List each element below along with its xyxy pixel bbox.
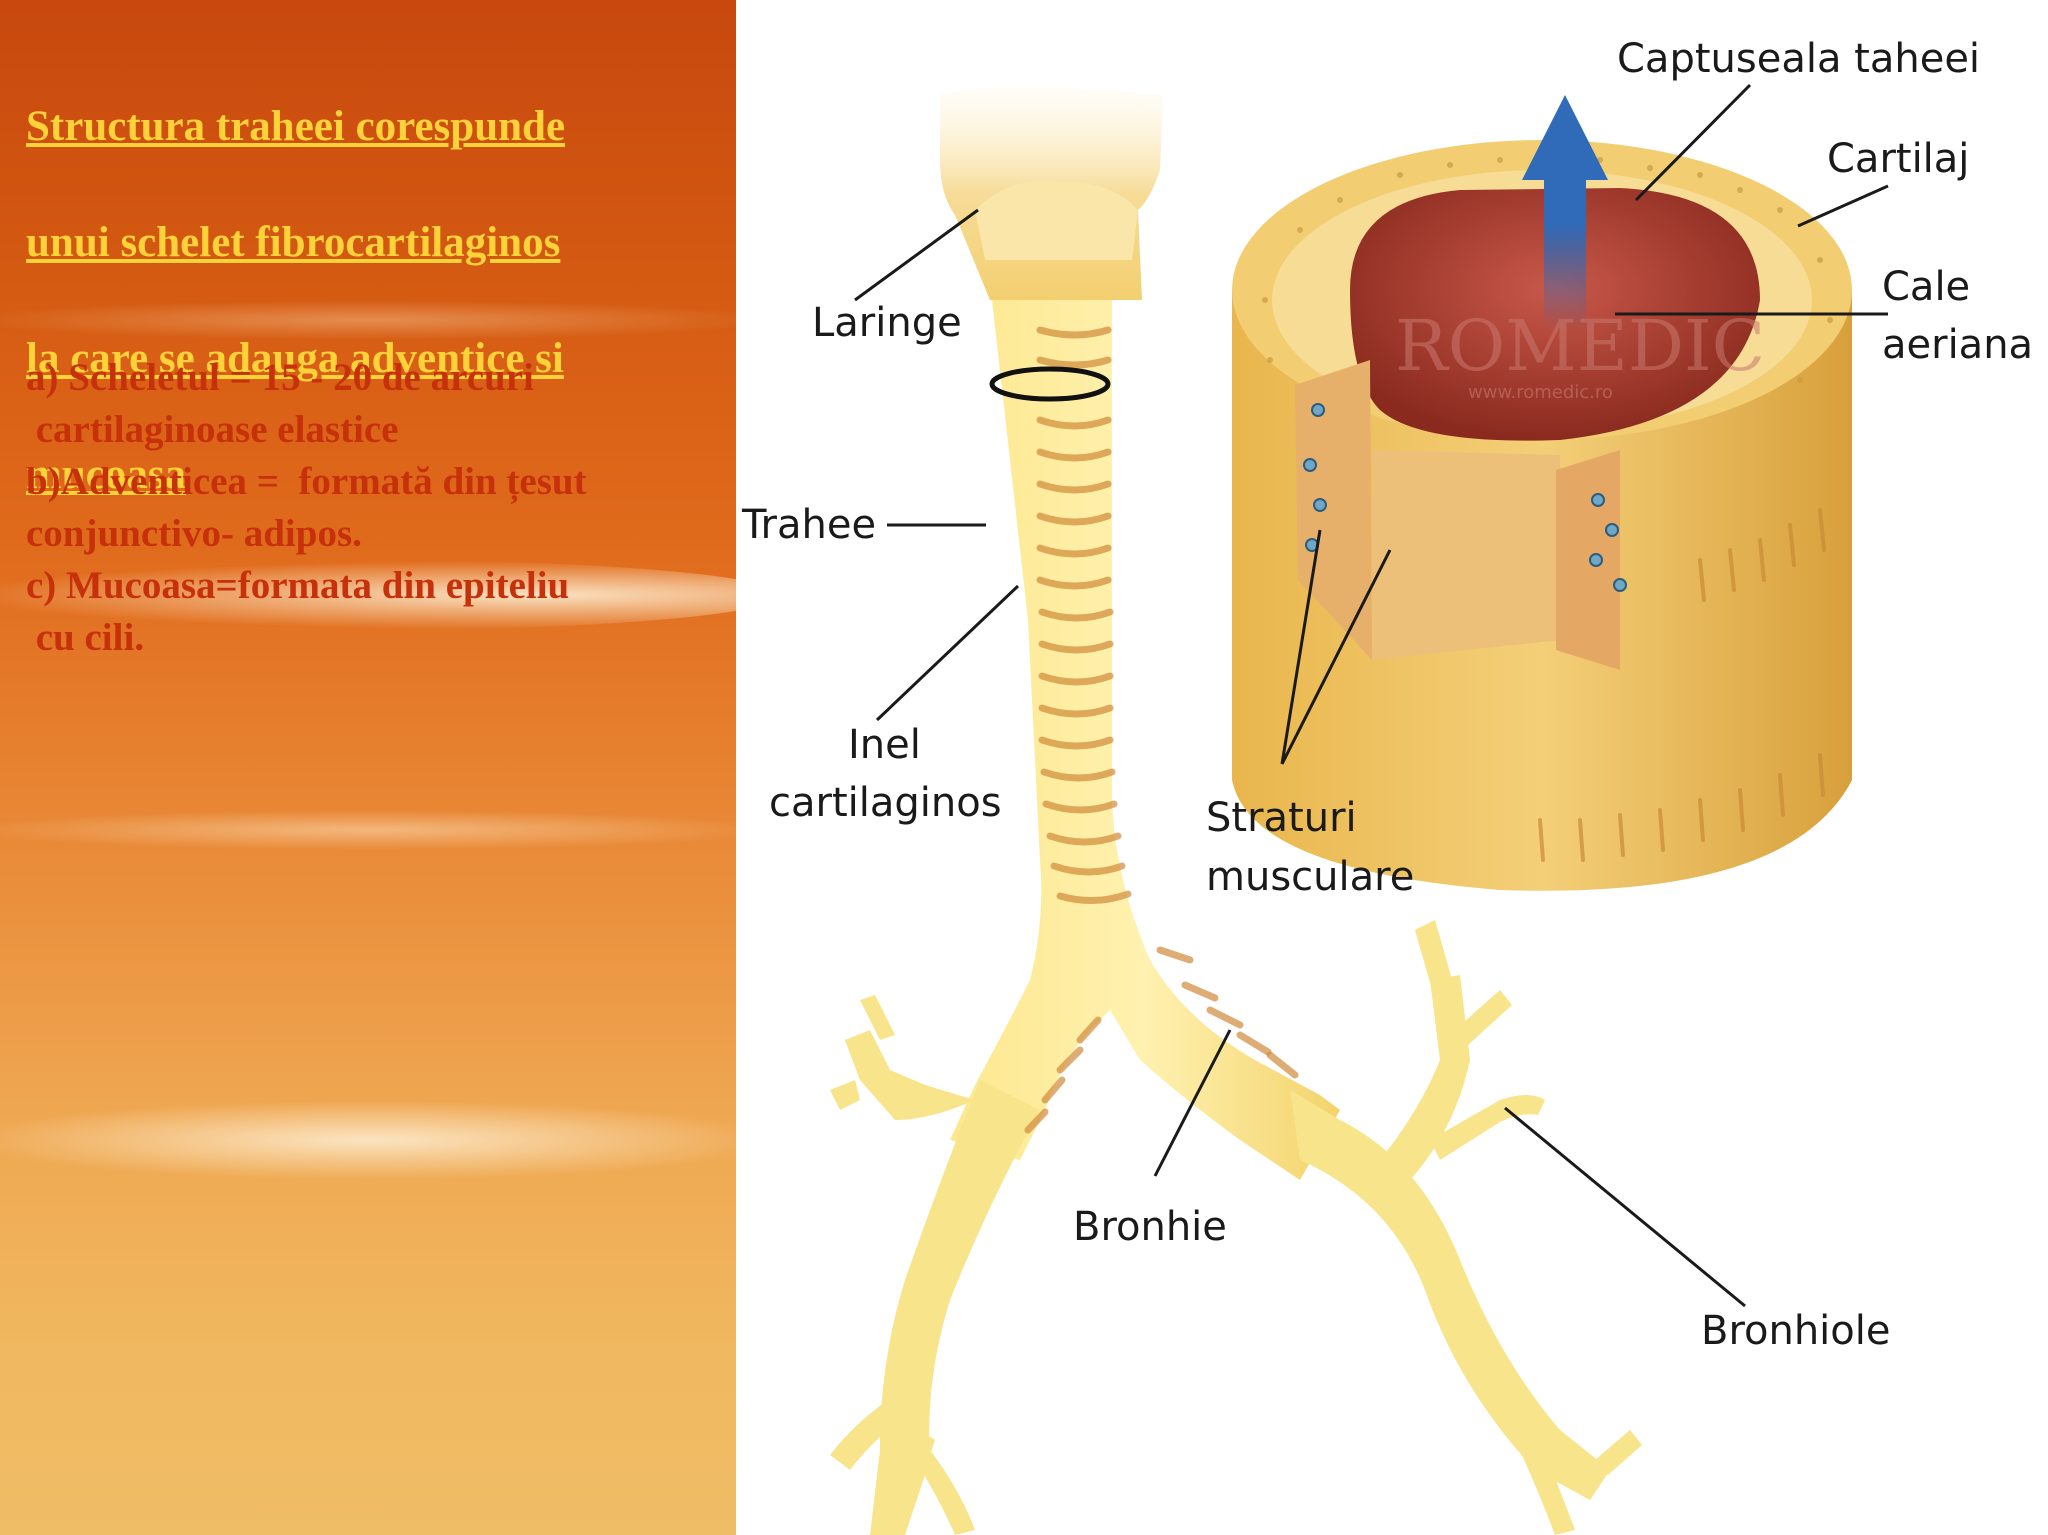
body-line: conjunctivo- adipos. — [26, 512, 362, 555]
label-bronhiole: Bronhiole — [1701, 1308, 1891, 1354]
airflow-arrow — [1522, 95, 1608, 330]
light-streak — [0, 810, 736, 850]
leader-lines — [854, 83, 1889, 1308]
watermark-logo: ROMEDIC — [1395, 305, 1765, 387]
label-trahee: Trahee — [741, 502, 876, 548]
cartilage-rings — [1024, 326, 1299, 1134]
slide-title: Structura traheei corespunde unui schele… — [26, 40, 726, 562]
leader-straturi-1 — [1280, 529, 1322, 765]
ring-marker — [989, 366, 1111, 402]
leader-bronhie — [1153, 1029, 1232, 1177]
leader-straturi-2 — [1280, 549, 1392, 765]
body-line: a) Scheletul = 15 - 20 de arcuri — [26, 356, 534, 399]
left-text-panel: Structura traheei corespunde unui schele… — [0, 0, 736, 1535]
leader-captuseala — [1634, 83, 1752, 202]
leader-cartilaj — [1797, 184, 1889, 228]
left-bronchus — [830, 995, 1040, 1535]
slide-body: a) Scheletul = 15 - 20 de arcuri cartila… — [26, 352, 726, 664]
title-line: mucoasa — [26, 451, 187, 498]
body-line: cu cili. — [26, 616, 145, 659]
label-cale-line2: aeriana — [1882, 322, 2033, 368]
light-streak — [0, 1100, 736, 1180]
body-line: c) Mucoasa=formata din epiteliu — [26, 564, 570, 607]
label-inel-line1: Inel — [848, 722, 921, 768]
label-cale-line1: Cale — [1882, 264, 1970, 310]
label-cartilaj: Cartilaj — [1827, 136, 1969, 182]
leader-bronhiole — [1504, 1106, 1746, 1308]
label-laringe: Laringe — [812, 300, 962, 346]
leader-inel — [875, 584, 1020, 722]
label-straturi-line1: Straturi — [1206, 795, 1357, 841]
watermark-url: www.romedic.ro — [1468, 382, 1613, 403]
body-line: cartilaginoase elastice — [26, 408, 399, 451]
right-bronchus — [1290, 920, 1642, 1535]
larynx — [940, 87, 1163, 300]
title-line: Structura traheei corespunde — [26, 103, 566, 150]
leader-laringe — [854, 208, 979, 302]
trachea-diagram: ROMEDIC www.romedic.ro Laringe Trahee In… — [741, 36, 2033, 1535]
title-line: unui schelet fibrocartilaginos — [26, 219, 561, 266]
label-straturi-line2: musculare — [1206, 854, 1414, 900]
title-line: la care se adauga adventice si — [26, 335, 564, 382]
label-inel-line2: cartilaginos — [769, 780, 1002, 826]
label-bronhie: Bronhie — [1073, 1204, 1227, 1250]
label-captuseala: Captuseala taheei — [1617, 36, 1980, 82]
body-line: b)Adventicea = formată din țesut — [26, 460, 587, 503]
trachea-cross-section: ROMEDIC www.romedic.ro — [1232, 95, 1852, 891]
